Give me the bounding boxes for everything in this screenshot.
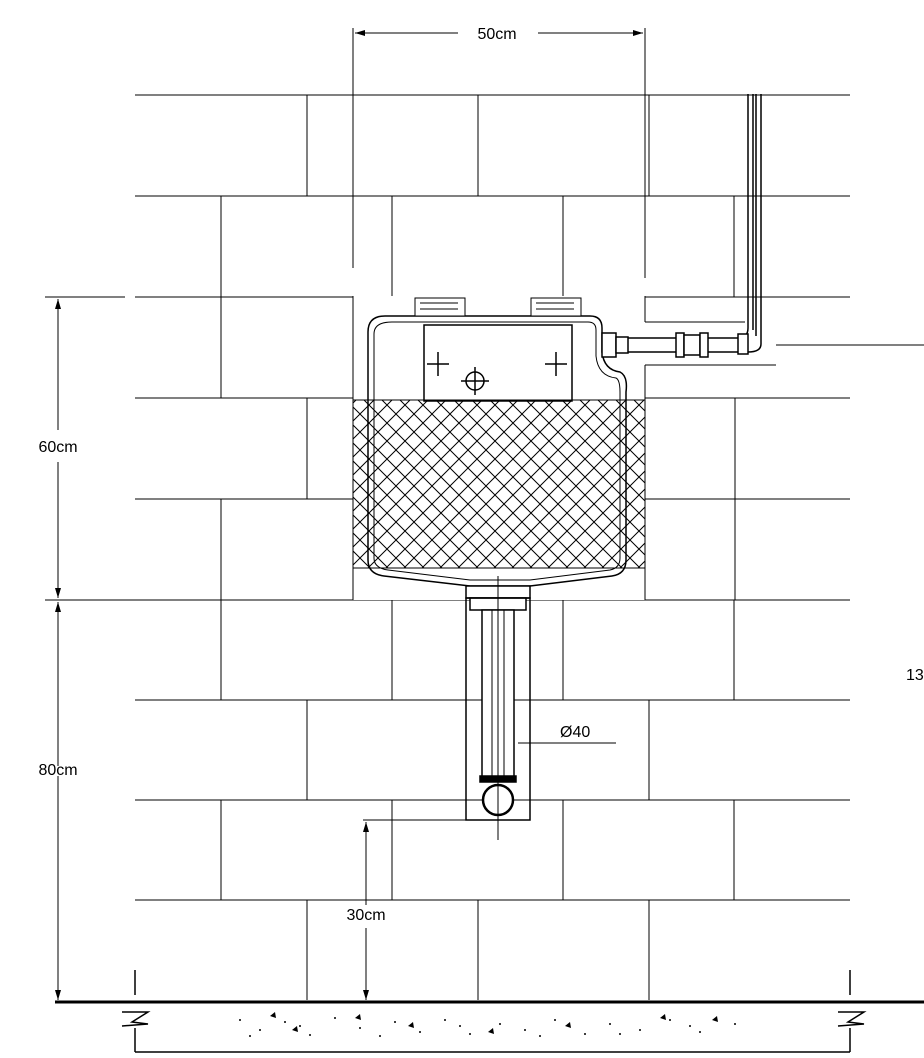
floor-slab xyxy=(55,970,924,1053)
dimension-50cm: 50cm xyxy=(352,26,646,278)
mounting-brackets xyxy=(414,297,582,317)
width-dimension-label: 50cm xyxy=(477,26,516,43)
insulation-hatch xyxy=(352,399,646,569)
access-panel xyxy=(423,324,573,402)
dimension-30cm: 30cm xyxy=(346,819,466,1000)
dimension-60cm: 60cm xyxy=(38,296,353,601)
dimension-right-partial: 13 xyxy=(906,667,924,684)
tank-height-label: 60cm xyxy=(38,439,77,456)
cistern-tank xyxy=(367,315,628,587)
flush-pipe xyxy=(465,576,531,840)
dimension-diameter: Ø40 xyxy=(518,724,616,744)
dimension-80cm: 80cm xyxy=(38,602,78,1000)
outlet-height-label: 30cm xyxy=(346,907,385,924)
pipe-diameter-label: Ø40 xyxy=(560,724,590,741)
lower-height-label: 80cm xyxy=(38,762,77,779)
water-supply-pipe xyxy=(601,94,924,358)
right-partial-label: 13 xyxy=(906,667,924,684)
